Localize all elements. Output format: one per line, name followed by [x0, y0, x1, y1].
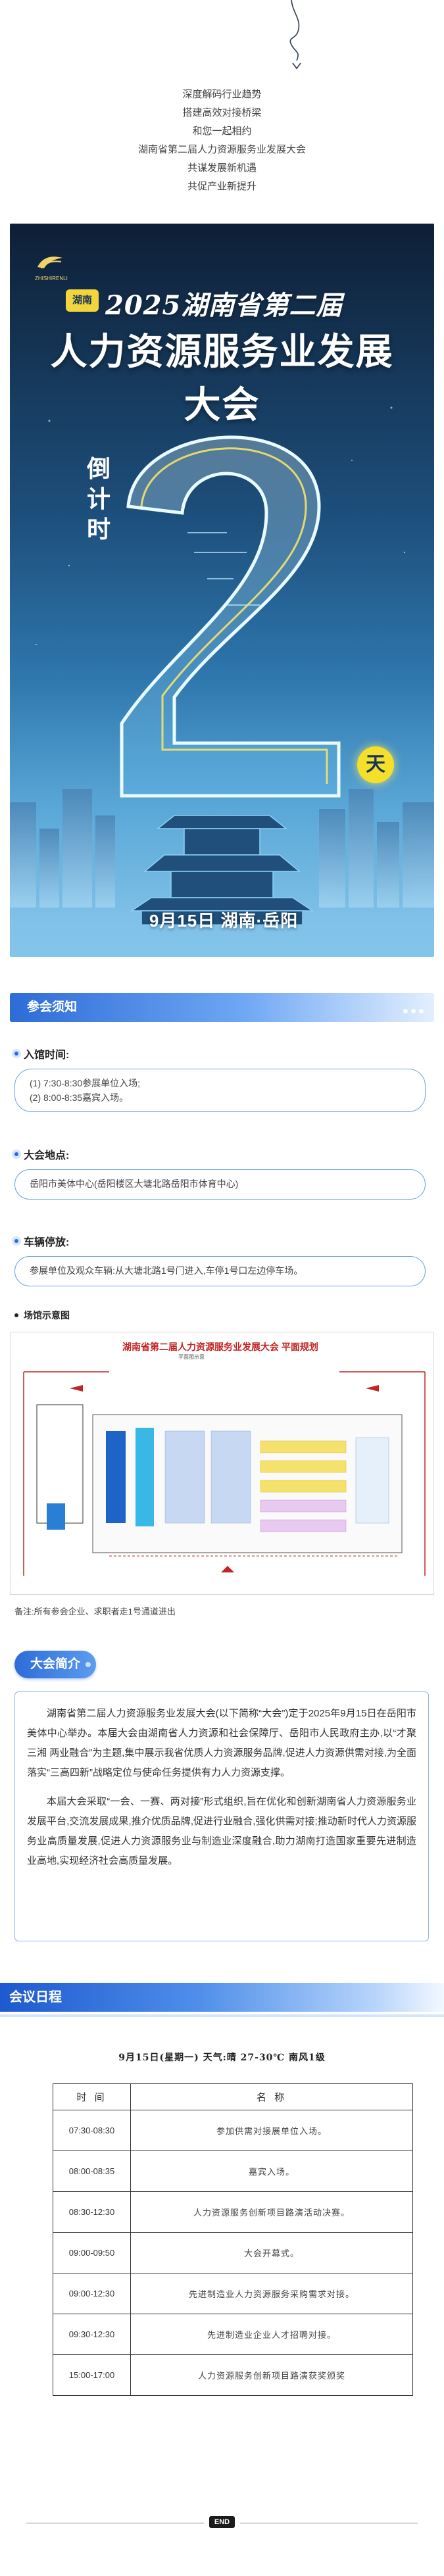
agenda-header-title: 会议日程 — [9, 1990, 62, 2005]
parking-label: 车辆停放: — [14, 1233, 69, 1249]
intro-line: 共谋发展新机遇 — [187, 162, 257, 174]
organizer-logo: ZHISHIRENLI — [35, 251, 68, 281]
bullet-icon — [14, 1152, 18, 1156]
event-poster: ZHISHIRENLI 湖南 2025湖南省第二届 人力资源服务业发展大会 倒计… — [10, 224, 434, 957]
countdown-label: 倒计时 — [86, 455, 111, 543]
agenda-time: 08:00-08:35 — [53, 2151, 131, 2192]
region-badge: 湖南 — [66, 289, 99, 312]
agenda-time: 09:00-09:50 — [53, 2232, 131, 2273]
overview-card: 湖南省第二届人力资源服务业发展大会(以下简称“大会”)定于2025年9月15日在… — [14, 1691, 429, 1941]
end-label: END — [209, 2516, 235, 2528]
parking-box: 参展单位及观众车辆:从大塘北路1号门进入,车停1号口左边停车场。 — [14, 1256, 426, 1286]
overview-paragraph: 本届大会采取“一会、一赛、两对接”形式组织,旨在优化和创新湖南省人力资源服务业发… — [27, 1796, 416, 1866]
bullet-icon — [14, 1052, 18, 1056]
venue-label: 大会地点: — [14, 1146, 69, 1162]
bullet-icon — [14, 1239, 18, 1243]
notice-header-title: 参会须知 — [27, 1000, 78, 1014]
agenda-name: 大会开幕式。 — [130, 2232, 413, 2273]
map-title: 湖南省第二届人力资源服务业发展大会 平面规划 — [122, 1342, 318, 1352]
intro-line: 深度解码行业趋势 — [182, 89, 262, 100]
parking-text: 参展单位及观众车辆:从大塘北路1号门进入,车停1号口左边停车场。 — [30, 1265, 303, 1276]
col-header-time: 时 间 — [53, 2083, 131, 2110]
intro-line: 和您一起相约 — [192, 126, 252, 137]
poster-title-line1: 2025湖南省第二届 — [105, 290, 343, 321]
end-mark: END — [0, 2515, 444, 2528]
poster-date-place: 9月15日 湖南·岳阳 — [149, 911, 299, 931]
overview-paragraph: 湖南省第二届人力资源服务业发展大会(以下简称“大会”)定于2025年9月15日在… — [27, 1708, 416, 1778]
intro-line: 搭建高效对接桥梁 — [182, 107, 262, 118]
checkin-box: (1) 7:30-8:30参展单位入场; (2) 8:00-8:35嘉宾入场。 — [14, 1069, 426, 1112]
agenda-time: 09:30-12:30 — [53, 2314, 131, 2355]
agenda-name: 人力资源服务创新项目路演获奖颁奖 — [130, 2354, 413, 2396]
logo-mark-icon — [37, 256, 62, 269]
countdown-number-graphic — [120, 435, 341, 798]
agenda-subtitle: 9月15日(星期一) 天气:晴 27-30℃ 南风1级 — [118, 2053, 326, 2063]
agenda-time: 09:00-12:30 — [53, 2273, 131, 2314]
checkin-label-text: 入馆时间: — [24, 1050, 70, 1061]
parking-label-text: 车辆停放: — [24, 1237, 70, 1248]
map-label-text: 场馆示意图 — [24, 1310, 70, 1321]
notice-header: 参会须知 — [10, 993, 434, 1022]
header-dots-icon — [400, 1005, 424, 1017]
agenda-time: 07:30-08:30 — [53, 2110, 131, 2151]
intro-line: 共促产业新提升 — [187, 181, 257, 192]
intro-section: 深度解码行业趋势 搭建高效对接桥梁 和您一起相约 湖南省第二届人力资源服务业发展… — [0, 0, 444, 217]
venue-text: 岳阳市美体中心(岳阳楼区大塘北路岳阳市体育中心) — [30, 1179, 239, 1189]
table-header-row: 时 间 名 称 — [53, 2083, 413, 2110]
col-header-name: 名 称 — [130, 2083, 413, 2110]
map-note: 备注:所有参会企业、求职者走1号通道进出 — [14, 1607, 176, 1616]
poster-artwork — [10, 406, 434, 957]
agenda-header: 会议日程 — [0, 1983, 444, 2017]
venue-map: 湖南省第二届人力资源服务业发展大会 平面规划 平面图示意 — [10, 1332, 434, 1595]
agenda-name: 嘉宾入场。 — [130, 2151, 413, 2192]
map-label: 场馆示意图 — [14, 1309, 70, 1322]
overview-header: 大会简介 — [14, 1651, 96, 1678]
intro-line: 湖南省第二届人力资源服务业发展大会 — [137, 144, 306, 155]
checkin-line: (2) 8:00-8:35嘉宾入场。 — [30, 1092, 129, 1103]
agenda-time: 15:00-17:00 — [53, 2354, 131, 2396]
agenda-name: 先进制造业人力资源服务采购需求对接。 — [130, 2273, 413, 2314]
agenda-name: 参加供需对接展单位入场。 — [130, 2110, 413, 2151]
agenda-name: 先进制造业企业人才招聘对接。 — [130, 2314, 413, 2355]
checkin-label: 入馆时间: — [14, 1046, 69, 1061]
agenda-time: 08:30-12:30 — [53, 2191, 131, 2233]
agenda-name: 人力资源服务创新项目路演活动决赛。 — [130, 2191, 413, 2233]
poster-title-line2: 人力资源服务业发展大会 — [50, 330, 394, 427]
intro-text: 深度解码行业趋势 搭建高效对接桥梁 和您一起相约 湖南省第二届人力资源服务业发展… — [0, 85, 444, 196]
floor-plan-graphic — [23, 1371, 426, 1576]
map-subtitle: 平面图示意 — [178, 1354, 205, 1360]
logo-text: ZHISHIRENLI — [35, 276, 68, 281]
day-badge: 天 — [357, 746, 394, 783]
bullet-icon — [14, 1313, 18, 1317]
venue-box: 岳阳市美体中心(岳阳楼区大塘北路岳阳市体育中心) — [14, 1169, 426, 1200]
checkin-line: (1) 7:30-8:30参展单位入场; — [30, 1078, 141, 1088]
venue-label-text: 大会地点: — [24, 1150, 70, 1161]
header-underline — [0, 2014, 444, 2017]
decorative-squiggle-icon — [289, 0, 301, 70]
